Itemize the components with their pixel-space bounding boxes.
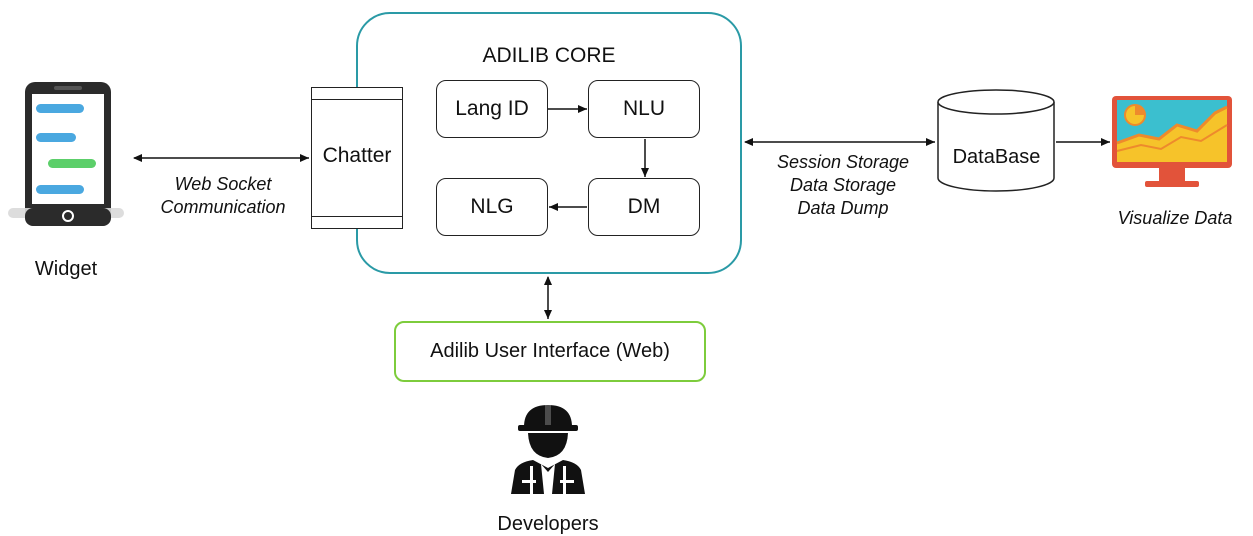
monitor-chart-icon: [1112, 96, 1232, 187]
core-title: ADILIB CORE: [482, 44, 616, 67]
nlg-module: NLG: [436, 178, 548, 236]
chat-bubble-1: [36, 104, 84, 113]
user-interface-box: Adilib User Interface (Web): [394, 321, 706, 382]
websocket-line-1: Web Socket: [174, 174, 272, 194]
chat-bubble-2: [36, 133, 76, 142]
chatter-bottom-band: [312, 216, 402, 228]
chatter-label: Chatter: [322, 144, 392, 167]
storage-line-1: Session Storage: [776, 152, 910, 172]
database-cylinder-icon: [937, 89, 1055, 192]
database-label: DataBase: [952, 146, 1041, 168]
lang-id-module: Lang ID: [436, 80, 548, 138]
storage-line-3: Data Dump: [797, 198, 889, 218]
widget-label: Widget: [34, 258, 98, 280]
nlu-module: NLU: [588, 80, 700, 138]
chat-bubble-4: [36, 185, 84, 194]
websocket-label: Web Socket Communication: [140, 173, 306, 219]
chatter-top-band: [312, 88, 402, 100]
chatter-component: Chatter: [311, 87, 403, 229]
developer-icon: [511, 403, 585, 494]
storage-line-2: Data Storage: [789, 175, 897, 195]
storage-label: Session Storage Data Storage Data Dump: [756, 151, 930, 220]
developers-label: Developers: [497, 513, 599, 535]
visualize-label: Visualize Data: [1117, 208, 1233, 228]
smartphone-icon: [8, 82, 124, 226]
chat-bubble-3: [48, 159, 96, 168]
dm-module: DM: [588, 178, 700, 236]
websocket-line-2: Communication: [160, 197, 286, 217]
